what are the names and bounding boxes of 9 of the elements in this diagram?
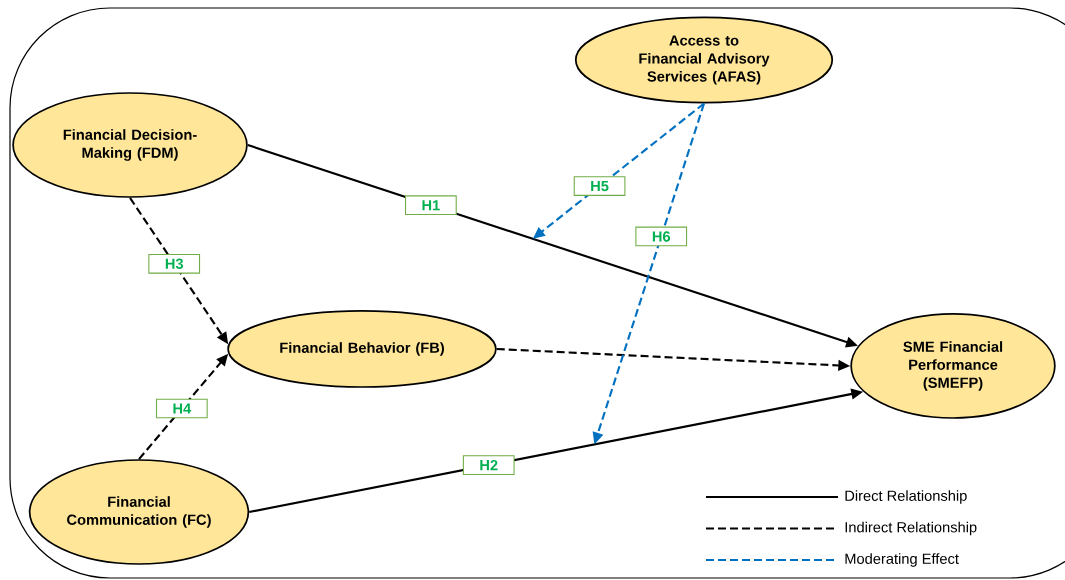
- legend-label: Indirect Relationship: [845, 521, 977, 536]
- edge-label: H2: [462, 455, 515, 475]
- edge-label: H4: [155, 398, 208, 419]
- edge-label: H6: [635, 226, 688, 247]
- edge-label: H5: [573, 176, 626, 196]
- legend-label: Direct Relationship: [845, 490, 967, 504]
- edge-label: H1: [405, 195, 457, 216]
- edge-label: H3: [148, 253, 201, 274]
- legend-label: Moderating Effect: [845, 553, 959, 567]
